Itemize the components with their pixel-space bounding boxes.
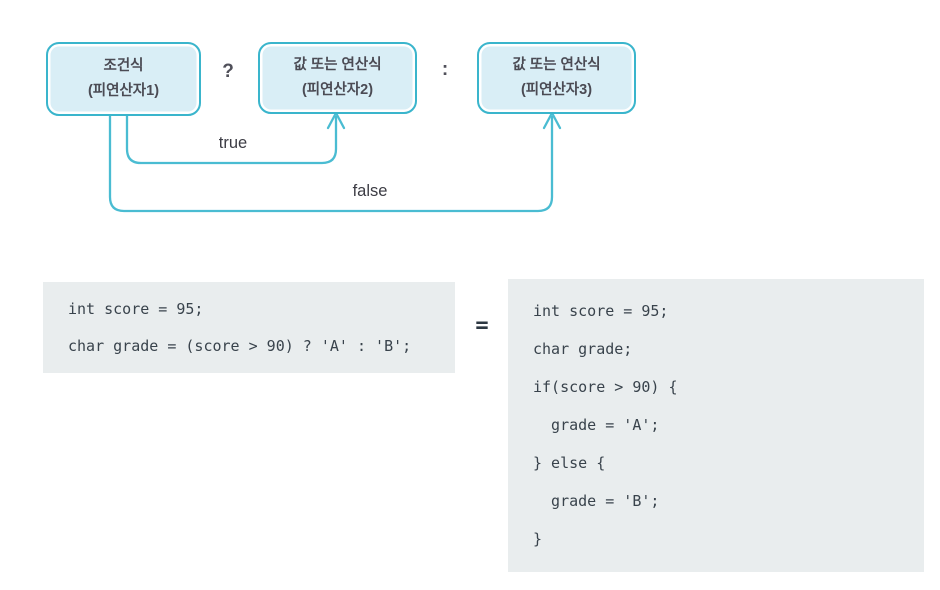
false-arrow-line: [108, 110, 554, 213]
true-arrow-line: [125, 110, 338, 165]
ternary-code-block: int score = 95; char grade = (score > 90)…: [43, 282, 455, 373]
flow-arrows: [108, 110, 562, 213]
equivalence-equals-sign: =: [475, 313, 489, 338]
operand-box-value3-subtitle: (피연산자3): [520, 82, 593, 98]
operand-box-value2: 값 또는 연산식 (피연산자2): [258, 42, 417, 114]
operand-box-value3: 값 또는 연산식 (피연산자3): [477, 42, 636, 114]
operand-box-value2-subtitle: (피연산자2): [301, 82, 374, 98]
if-else-code-block: int score = 95; char grade; if(score > 90)…: [508, 279, 924, 572]
code-line: }: [533, 530, 543, 548]
question-mark-operator: ?: [222, 61, 234, 82]
operand-box-value3-title: 값 또는 연산식: [512, 57, 601, 73]
code-line: char grade = (score > 90) ? 'A' : 'B';: [68, 337, 412, 355]
false-flow-label: false: [352, 182, 388, 200]
colon-operator: :: [441, 59, 449, 80]
operand-box-condition-title: 조건식: [103, 58, 144, 74]
operand-box-condition: 조건식 (피연산자1): [46, 42, 201, 116]
code-line: int score = 95;: [533, 302, 669, 320]
code-line: grade = 'B';: [533, 492, 660, 510]
code-line: if(score > 90) {: [533, 378, 678, 396]
operand-box-condition-subtitle: (피연산자1): [87, 83, 160, 99]
true-flow-label: true: [218, 134, 248, 152]
code-line: char grade;: [533, 340, 633, 358]
operand-box-value2-title: 값 또는 연산식: [293, 57, 382, 73]
code-line: } else {: [533, 454, 606, 472]
code-line: int score = 95;: [68, 300, 204, 318]
code-line: grade = 'A';: [533, 416, 660, 434]
